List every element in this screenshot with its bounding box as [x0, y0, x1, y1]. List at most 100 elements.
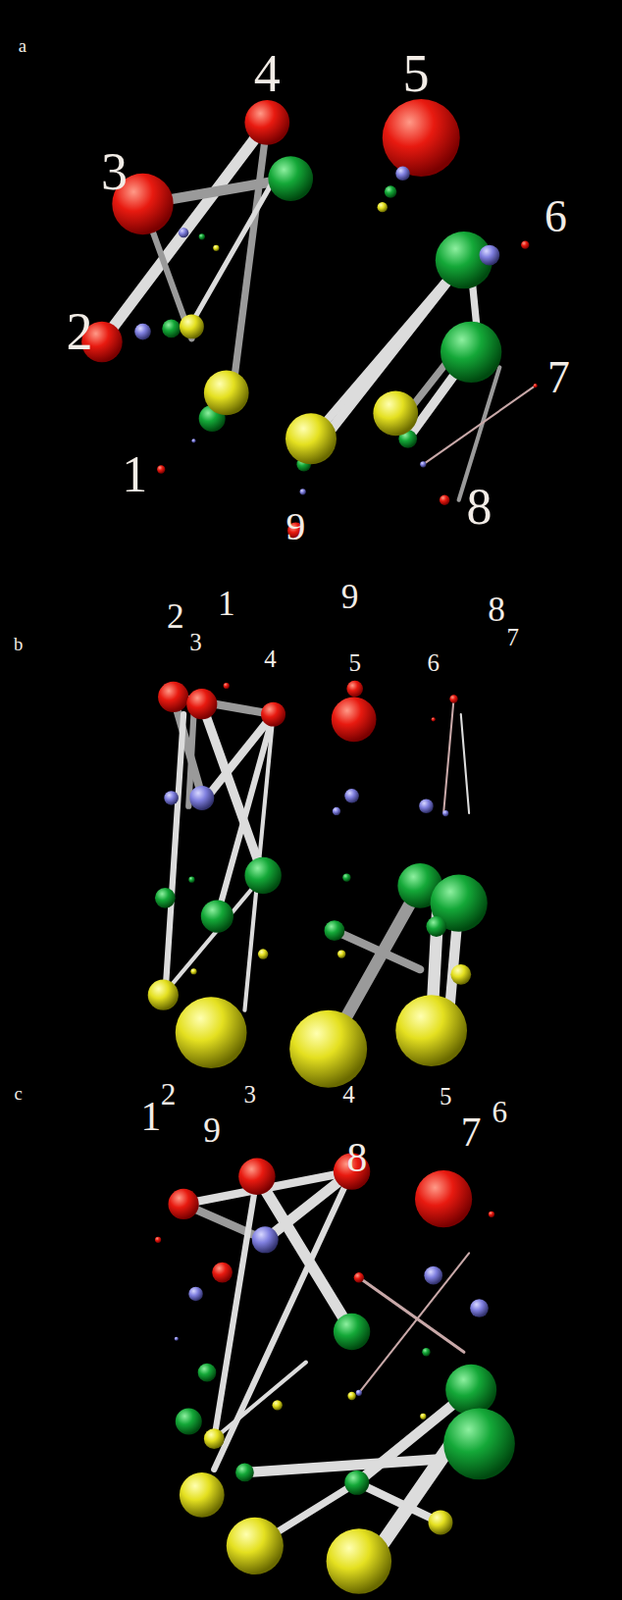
atom-sphere	[344, 788, 360, 804]
atom-sphere	[382, 99, 461, 177]
atom-sphere	[440, 321, 502, 383]
callout-number: 7	[507, 625, 519, 651]
callout-number: 6	[544, 194, 568, 240]
atom-sphere	[204, 1428, 225, 1450]
bond-stick	[461, 714, 469, 814]
atom-sphere	[211, 1262, 233, 1284]
atom-sphere	[333, 1313, 370, 1350]
callout-number: 2	[160, 1080, 177, 1111]
atom-sphere	[167, 1189, 199, 1220]
callout-number: 8	[346, 1138, 367, 1180]
atom-sphere	[428, 1509, 454, 1535]
callout-number: 5	[348, 651, 361, 676]
atom-sphere	[469, 1298, 489, 1318]
atom-sphere	[201, 899, 234, 933]
panel-letter: c	[14, 1085, 23, 1104]
atom-sphere	[347, 1392, 356, 1400]
atom-sphere	[244, 857, 281, 894]
callout-number: 6	[426, 651, 439, 676]
bond-stick	[232, 122, 267, 394]
callout-number: 8	[487, 592, 506, 627]
atom-sphere	[289, 1010, 367, 1089]
atom-sphere	[238, 1158, 275, 1195]
atom-sphere	[155, 1237, 161, 1244]
atom-sphere	[520, 240, 529, 249]
callout-number: 3	[189, 630, 202, 656]
bond-stick	[213, 1362, 307, 1440]
atom-sphere	[198, 1363, 217, 1383]
atom-sphere	[186, 688, 217, 720]
atom-sphere	[175, 1407, 203, 1435]
atom-sphere	[260, 702, 286, 727]
atom-sphere	[533, 383, 538, 388]
callout-number: 9	[203, 1113, 221, 1148]
atom-sphere	[157, 681, 189, 713]
atom-sphere	[488, 1211, 495, 1218]
atom-sphere	[337, 949, 346, 958]
atom-sphere	[189, 785, 214, 811]
bond-stick	[244, 1458, 438, 1473]
atom-sphere	[449, 694, 458, 703]
callout-number: 4	[342, 1083, 355, 1108]
atom-sphere	[191, 438, 196, 443]
bond-stick	[213, 1176, 258, 1439]
callout-number: 7	[461, 1112, 482, 1154]
atom-sphere	[395, 166, 411, 182]
atom-sphere	[134, 323, 152, 341]
atom-sphere	[331, 696, 377, 742]
atom-sphere	[419, 461, 426, 467]
atom-sphere	[344, 1470, 369, 1496]
atom-sphere	[244, 100, 290, 146]
atom-sphere	[235, 1463, 255, 1483]
callout-number: 3	[243, 1083, 256, 1108]
bond-stick	[188, 168, 281, 329]
atom-sphere	[156, 465, 165, 473]
atom-sphere	[178, 227, 189, 238]
callout-number: 5	[439, 1085, 452, 1110]
atom-sphere	[414, 1170, 472, 1228]
atom-sphere	[421, 1347, 430, 1356]
atom-sphere	[423, 1266, 443, 1286]
atom-sphere	[443, 1407, 516, 1480]
bond-stick	[359, 1277, 465, 1352]
atom-sphere	[155, 887, 176, 909]
atom-sphere	[179, 313, 205, 339]
atom-sphere	[354, 1272, 364, 1283]
atom-sphere	[326, 1528, 393, 1595]
bond-stick	[459, 366, 501, 500]
callout-number: 2	[166, 600, 185, 635]
atom-sphere	[342, 873, 351, 882]
atom-sphere	[188, 1287, 204, 1302]
atom-sphere	[285, 413, 337, 465]
callout-number: 9	[341, 579, 360, 615]
atom-sphere	[419, 1413, 426, 1420]
bond-stick	[443, 699, 454, 815]
atom-sphere	[272, 1399, 283, 1410]
atom-sphere	[148, 980, 179, 1011]
atom-sphere	[445, 1364, 497, 1416]
atom-sphere	[204, 370, 250, 416]
atom-sphere	[223, 682, 230, 689]
atom-sphere	[226, 1517, 284, 1575]
atom-sphere	[439, 494, 450, 505]
atom-sphere	[431, 717, 436, 722]
callout-number: 1	[140, 1096, 161, 1139]
atom-sphere	[478, 245, 500, 266]
atom-sphere	[163, 790, 179, 806]
atom-sphere	[212, 245, 219, 252]
atom-sphere	[258, 948, 268, 959]
atom-sphere	[425, 916, 447, 937]
atom-sphere	[442, 810, 449, 817]
atom-sphere	[332, 807, 341, 816]
callout-number: 8	[466, 481, 492, 533]
atom-sphere	[300, 488, 307, 495]
bond-stick	[334, 931, 420, 971]
atom-sphere	[267, 155, 313, 202]
callout-number: 4	[263, 646, 276, 672]
atom-sphere	[356, 1390, 363, 1397]
atom-sphere	[179, 1472, 225, 1518]
atom-sphere	[418, 798, 434, 814]
panel-letter: a	[18, 36, 27, 55]
